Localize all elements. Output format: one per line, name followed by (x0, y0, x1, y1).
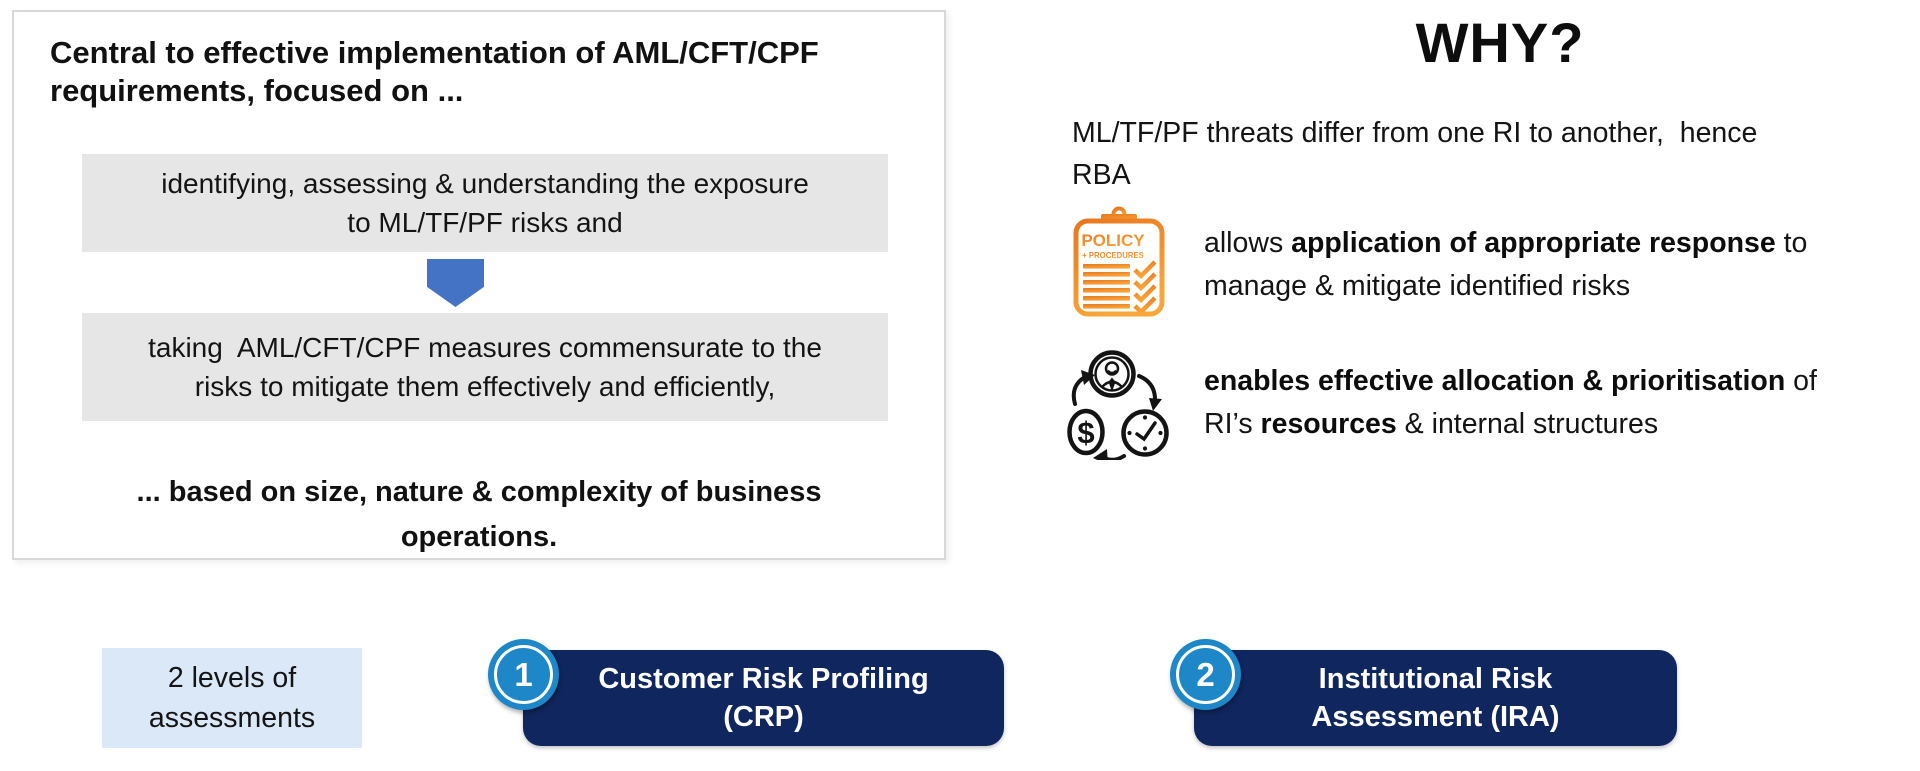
two-levels-line1: 2 levels of (167, 662, 297, 694)
benefit-allocation-line1: enables effective allocation & prioritis… (1204, 365, 1817, 397)
benefit-allocation-line2: RI’s resources & internal structures (1204, 408, 1659, 440)
number-1-label: 1 (494, 645, 553, 704)
number-2-label: 2 (1176, 645, 1235, 704)
benefit-response-line1: allows application of appropriate respon… (1204, 227, 1808, 259)
two-levels-line2: assessments (148, 702, 316, 734)
crp-line2: (CRP) (723, 701, 804, 733)
based-on-line1: ... based on size, nature & complexity o… (136, 476, 822, 508)
based-on-line2: operations. (400, 521, 558, 553)
take-measures-line2: risks to mitigate them effectively and e… (194, 371, 776, 402)
policy-procedures-clipboard-icon: POLICY + PROCEDURES (1068, 204, 1170, 318)
why-intro-line1: ML/TF/PF threats differ from one RI to a… (1072, 117, 1758, 149)
panel-title-line2: requirements, focused on ... (50, 73, 464, 108)
why-heading: WHY? (1415, 11, 1585, 74)
take-measures-line1: taking AML/CFT/CPF measures commensurate… (148, 332, 822, 363)
why-intro-line2: RBA (1072, 159, 1131, 191)
policy-icon-subtitle: + PROCEDURES (1082, 251, 1144, 260)
benefit-response-text: allows application of appropriate respon… (1204, 222, 1919, 308)
crp-badge: Customer Risk Profiling (CRP) (523, 650, 1004, 746)
ira-line1: Institutional Risk (1318, 663, 1553, 695)
identify-risks-line1: identifying, assessing & understanding t… (161, 168, 809, 199)
number-2-circle: 2 (1170, 639, 1241, 710)
identify-risks-box: identifying, assessing & understanding t… (82, 154, 888, 252)
ira-line2: Assessment (IRA) (1311, 701, 1560, 733)
number-1-circle: 1 (488, 639, 559, 710)
crp-line1: Customer Risk Profiling (598, 663, 929, 695)
resources-cycle-icon: $ (1066, 348, 1170, 465)
benefit-response-line2: manage & mitigate identified risks (1204, 270, 1631, 302)
take-measures-box: taking AML/CFT/CPF measures commensurate… (82, 313, 888, 421)
policy-icon-title: POLICY (1081, 231, 1145, 250)
two-levels-box: 2 levels of assessments (102, 648, 362, 748)
why-intro-text: ML/TF/PF threats differ from one RI to a… (1072, 112, 1902, 196)
panel-title-line1: Central to effective implementation of A… (50, 35, 819, 70)
ira-badge: Institutional Risk Assessment (IRA) (1194, 650, 1677, 746)
benefit-allocation-text: enables effective allocation & prioritis… (1204, 360, 1919, 446)
based-on-text: ... based on size, nature & complexity o… (14, 470, 944, 560)
identify-risks-line2: to ML/TF/PF risks and (347, 207, 623, 238)
dollar-sign-glyph: $ (1077, 415, 1094, 450)
down-arrow-icon (427, 259, 484, 307)
panel-title: Central to effective implementation of A… (50, 34, 920, 110)
central-implementation-panel: Central to effective implementation of A… (12, 10, 946, 560)
